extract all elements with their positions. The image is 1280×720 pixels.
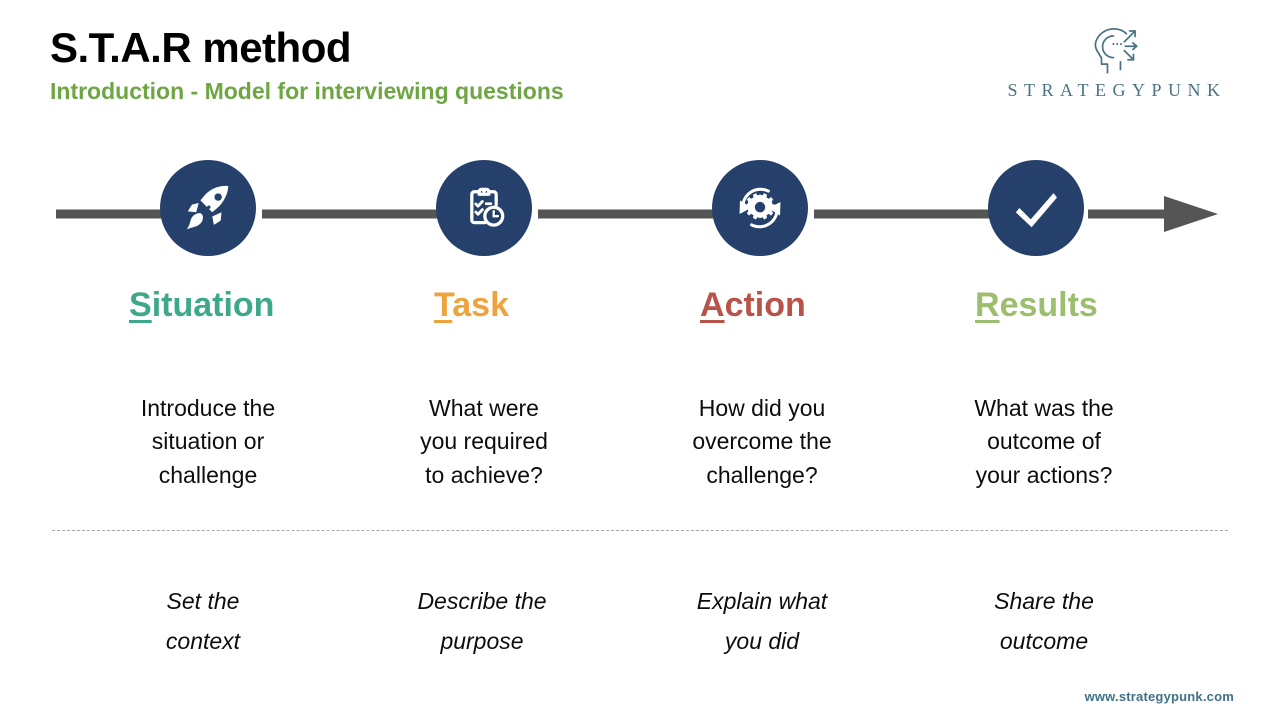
desc-line: What were bbox=[429, 395, 539, 421]
page-title: S.T.A.R method bbox=[50, 24, 352, 71]
desc-line: challenge bbox=[158, 461, 258, 488]
step-label-situation: Situation bbox=[129, 288, 274, 322]
gear-refresh-icon bbox=[739, 187, 781, 229]
head-profile-arrows-icon bbox=[1094, 28, 1138, 74]
step-description-results: What was the outcome of your actions? bbox=[937, 392, 1151, 492]
step-description-situation: Introduce the situation or challenge bbox=[101, 392, 315, 492]
desc-line: your actions? bbox=[975, 461, 1113, 488]
step-note-action: Explain what you did bbox=[655, 582, 869, 661]
step-description-action: How did you overcome the challenge? bbox=[655, 392, 869, 492]
timeline-node-action[interactable] bbox=[712, 160, 808, 256]
note-line: Describe the bbox=[417, 588, 547, 614]
timeline bbox=[0, 160, 1280, 276]
step-note-results: Share the outcome bbox=[937, 582, 1151, 661]
brand-wordmark: STRATEGYPUNK bbox=[1007, 80, 1227, 100]
desc-line: to achieve? bbox=[425, 461, 543, 488]
step-initial-action: A bbox=[700, 286, 725, 324]
note-line: context bbox=[165, 627, 241, 654]
desc-line: outcome of bbox=[987, 428, 1101, 455]
note-line: Share the bbox=[994, 588, 1094, 614]
note-line: Set the bbox=[166, 588, 240, 614]
clipboard-clock-icon bbox=[470, 187, 505, 227]
step-label-action: Action bbox=[700, 288, 806, 322]
note-line: you did bbox=[724, 627, 800, 654]
note-line: outcome bbox=[999, 627, 1089, 654]
checkmark-icon bbox=[1015, 193, 1057, 228]
desc-line: overcome the bbox=[692, 428, 832, 455]
note-line: Explain what bbox=[696, 588, 828, 614]
step-label-rest-results: esults bbox=[999, 286, 1098, 324]
note-line: purpose bbox=[440, 627, 524, 654]
step-note-task: Describe the purpose bbox=[375, 582, 589, 661]
step-label-results: Results bbox=[975, 288, 1098, 322]
page-subtitle: Introduction - Model for interviewing qu… bbox=[50, 78, 564, 105]
desc-line: you required bbox=[420, 428, 548, 455]
step-note-situation: Set the context bbox=[96, 582, 310, 661]
desc-line: Introduce the bbox=[140, 395, 276, 421]
footer-url[interactable]: www.strategypunk.com bbox=[1084, 689, 1234, 704]
desc-line: What was the bbox=[974, 395, 1114, 421]
step-description-task: What were you required to achieve? bbox=[377, 392, 591, 492]
header: S.T.A.R method Introduction - Model for … bbox=[50, 24, 950, 106]
desc-line: situation or bbox=[151, 428, 265, 455]
step-initial-results: R bbox=[975, 286, 1000, 324]
rocket-icon bbox=[186, 185, 229, 230]
step-initial-task: T bbox=[434, 286, 453, 324]
timeline-node-results[interactable] bbox=[988, 160, 1084, 256]
brand-logo: STRATEGYPUNK bbox=[994, 24, 1234, 101]
step-initial-situation: S bbox=[129, 286, 152, 324]
step-label-task: Task bbox=[434, 288, 509, 322]
timeline-node-task[interactable] bbox=[436, 160, 532, 256]
step-label-rest-situation: ituation bbox=[151, 286, 275, 324]
desc-line: How did you bbox=[698, 395, 826, 421]
step-label-rest-action: ction bbox=[724, 286, 806, 324]
step-label-rest-task: ask bbox=[452, 286, 509, 324]
desc-line: challenge? bbox=[706, 461, 818, 488]
timeline-connector-arrow bbox=[56, 196, 1218, 232]
section-divider bbox=[52, 530, 1228, 531]
timeline-node-situation[interactable] bbox=[160, 160, 256, 256]
